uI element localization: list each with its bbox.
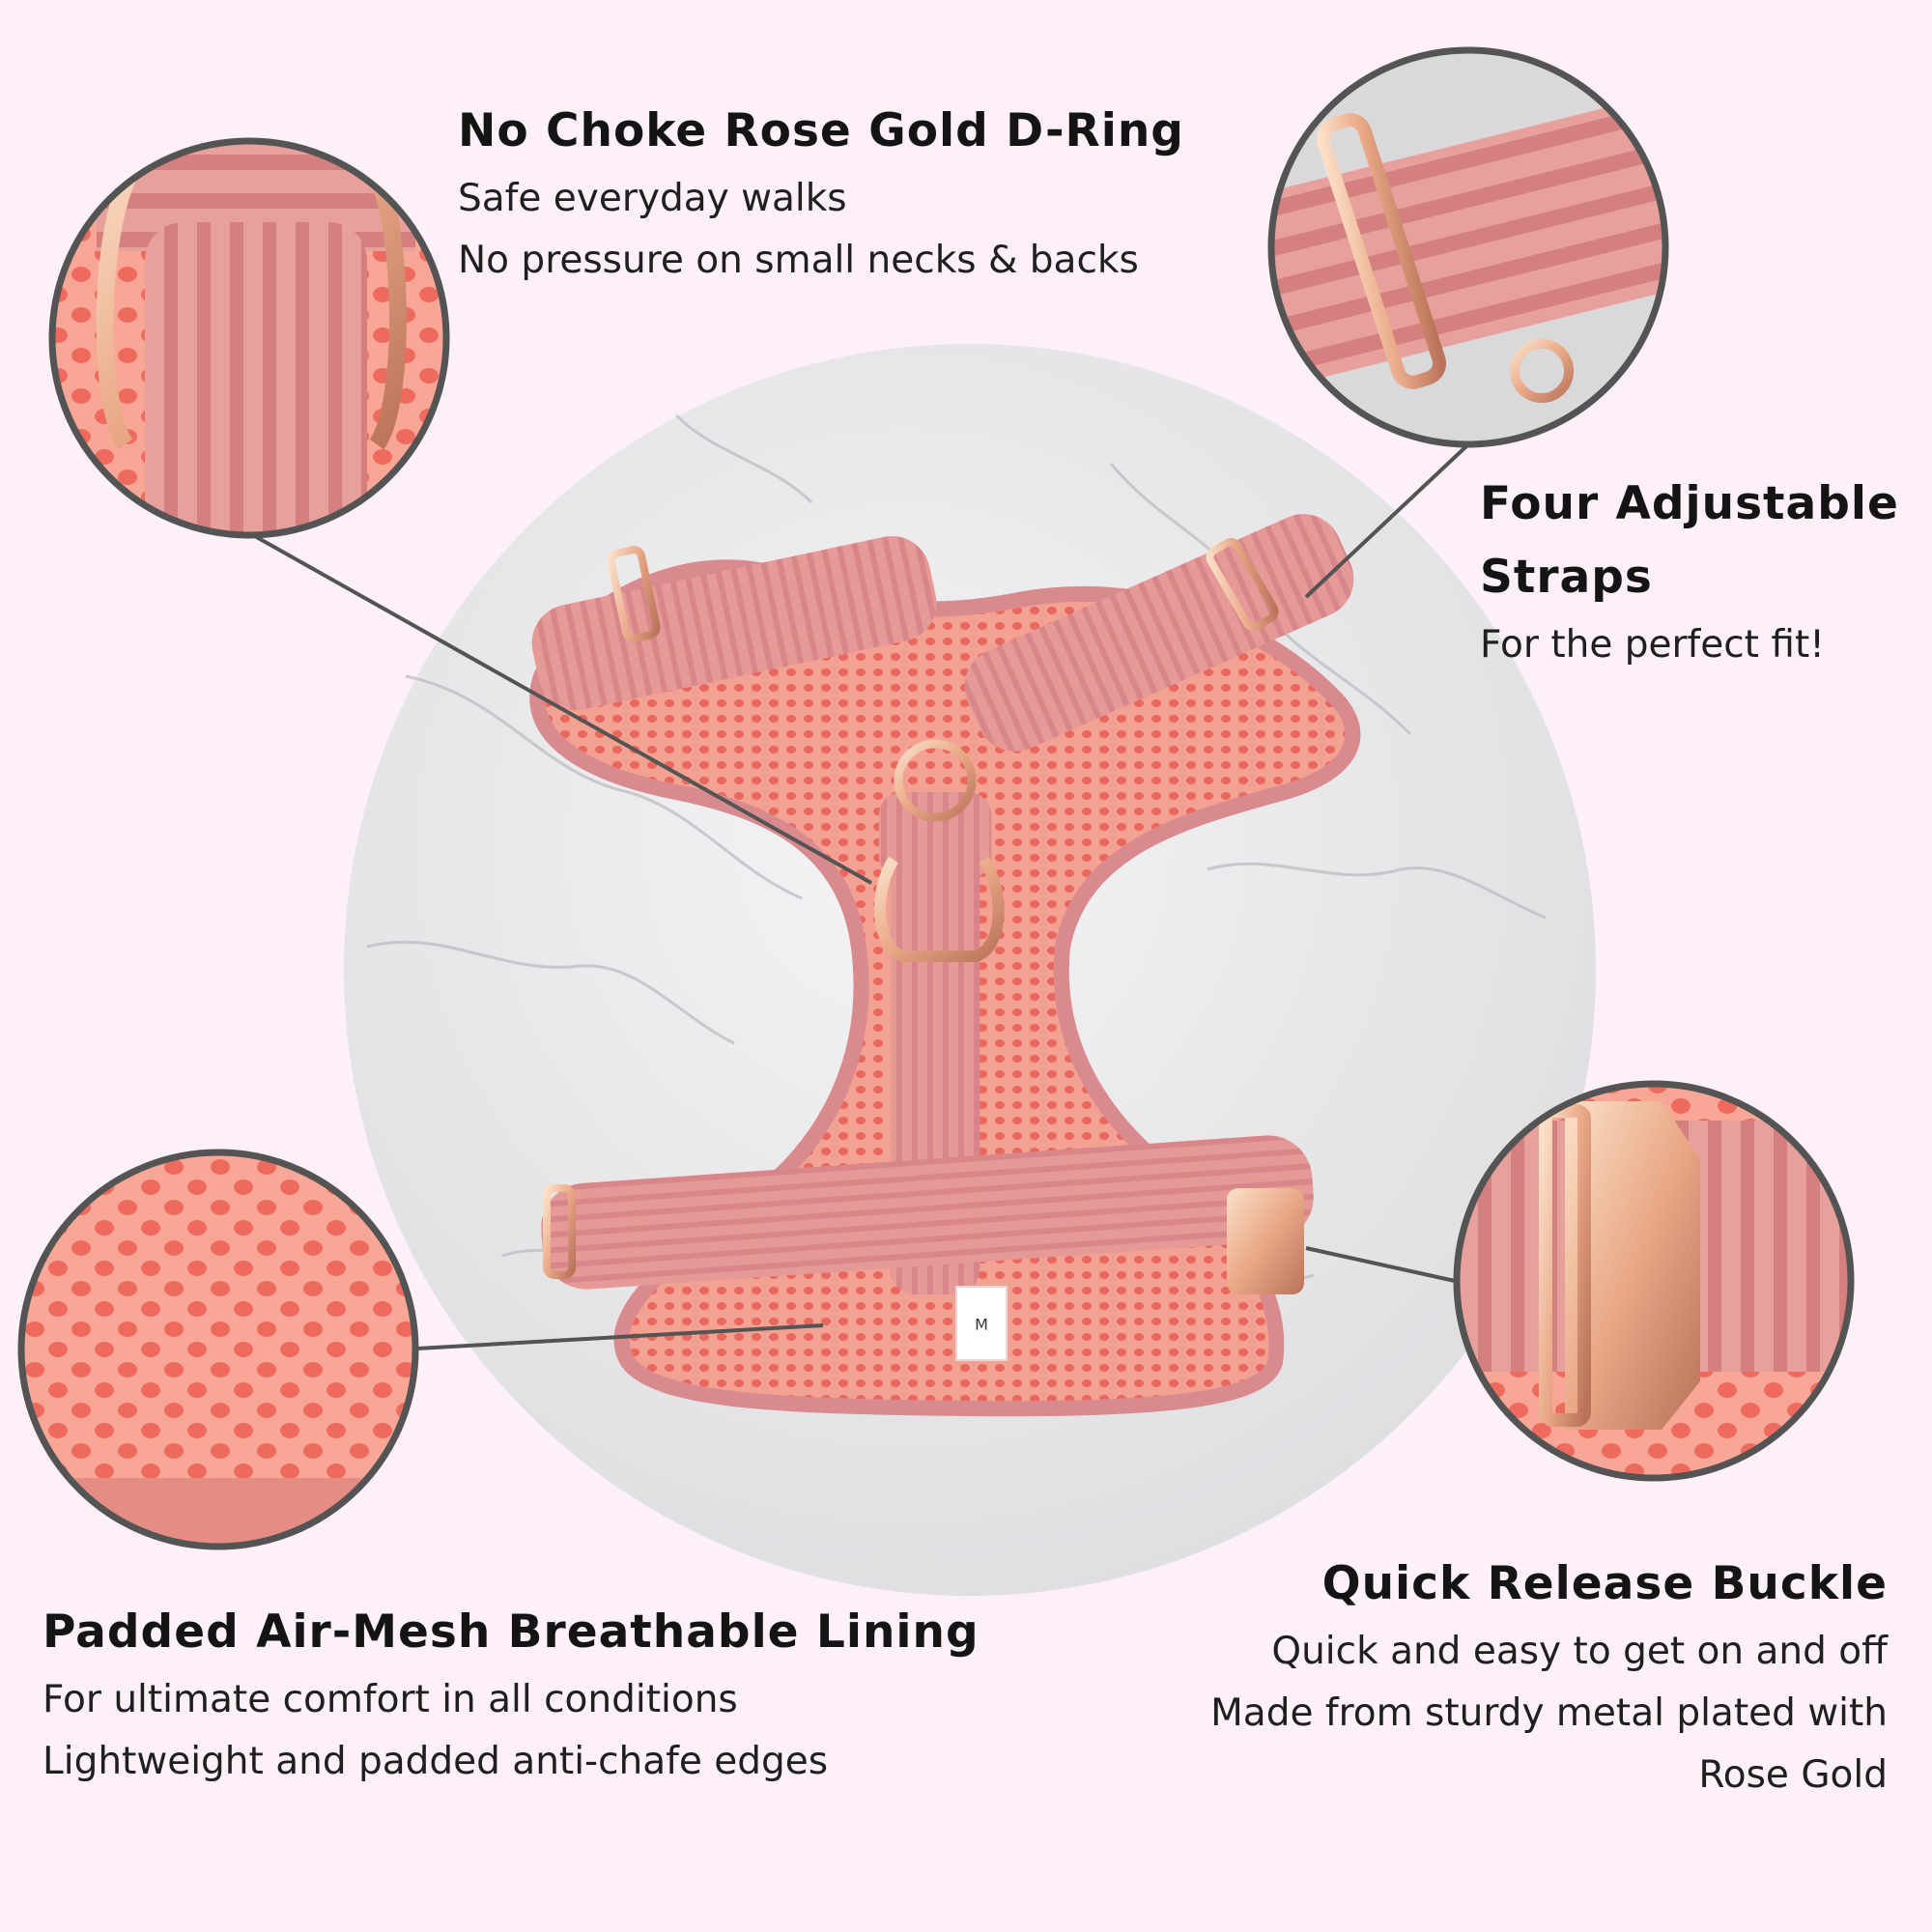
- size-tag: M: [975, 1316, 988, 1334]
- feature-buckle-line-2: Made from sturdy metal plated with: [1210, 1691, 1888, 1735]
- feature-straps-title: Four Adjustable Straps: [1480, 477, 1899, 604]
- callout-straps-closeup: [1267, 46, 1669, 448]
- feature-mesh-title: Padded Air-Mesh Breathable Lining: [43, 1605, 980, 1659]
- feature-mesh: Padded Air-Mesh Breathable Lining For ul…: [43, 1596, 980, 1793]
- feature-buckle-line-3: Rose Gold: [1698, 1753, 1888, 1797]
- feature-mesh-line-1: For ultimate comfort in all conditions: [43, 1678, 738, 1721]
- feature-mesh-line-2: Lightweight and padded anti-chafe edges: [43, 1740, 829, 1783]
- feature-straps-line-1: For the perfect fit!: [1480, 623, 1825, 667]
- feature-buckle: Quick Release Buckle Quick and easy to g…: [1210, 1548, 1888, 1806]
- harness: M: [529, 514, 1361, 1417]
- callout-buckle-closeup: [1453, 1080, 1855, 1482]
- feature-d-ring-line-1: Safe everyday walks: [458, 177, 847, 220]
- feature-d-ring-line-2: No pressure on small necks & backs: [458, 239, 1139, 282]
- feature-straps: Four Adjustable Straps For the perfect f…: [1480, 468, 1905, 676]
- feature-d-ring: No Choke Rose Gold D-Ring Safe everyday …: [458, 95, 1184, 292]
- callout-mesh-closeup: [17, 1149, 419, 1550]
- feature-buckle-line-1: Quick and easy to get on and off: [1271, 1630, 1888, 1673]
- callout-connectors: [252, 444, 1468, 1350]
- feature-buckle-title: Quick Release Buckle: [1321, 1557, 1888, 1610]
- feature-d-ring-title: No Choke Rose Gold D-Ring: [458, 104, 1184, 157]
- callout-d-ring-closeup: [48, 137, 450, 539]
